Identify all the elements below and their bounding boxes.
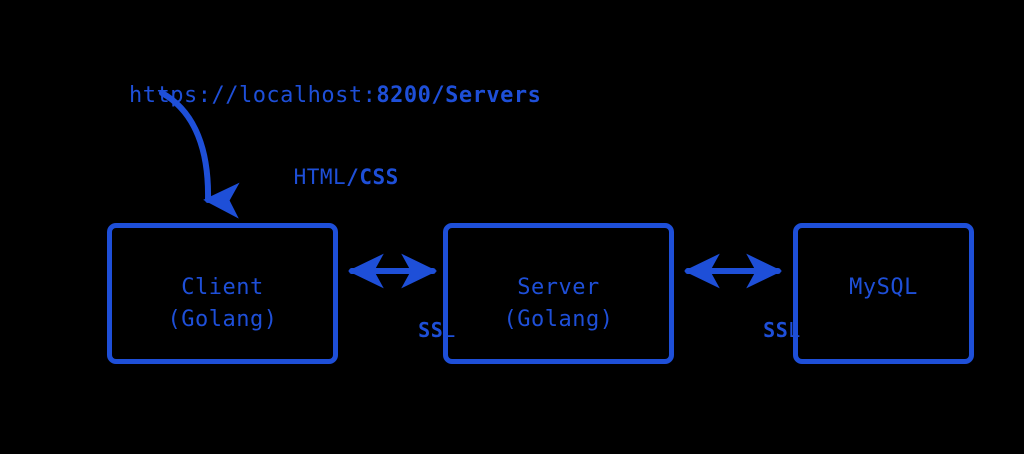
edge-label-separator: / bbox=[346, 165, 360, 189]
node-server-line1: Server bbox=[517, 275, 600, 300]
entry-url-label: https://localhost:8200/Servers bbox=[74, 58, 541, 133]
edge-label-html-css: HTML/CSS bbox=[241, 141, 399, 213]
entry-url-prefix: https://localhost: bbox=[128, 83, 377, 108]
node-client-line1: Client bbox=[181, 275, 264, 300]
node-client-line2: (Golang) bbox=[167, 307, 278, 332]
node-server[interactable]: Server (Golang) bbox=[443, 223, 674, 364]
edge-label-html: HTML bbox=[293, 165, 347, 189]
node-server-line2: (Golang) bbox=[503, 307, 614, 332]
ssl-label-strong-2: SS bbox=[763, 318, 789, 342]
edge-label-ssl-server-mysql: SSL bbox=[713, 294, 801, 366]
node-client[interactable]: Client (Golang) bbox=[107, 223, 338, 364]
edge-label-css: CSS bbox=[359, 165, 399, 189]
node-mysql-line1: MySQL bbox=[849, 275, 918, 300]
ssl-label-strong-1: SS bbox=[418, 318, 444, 342]
entry-url-suffix: 8200/Servers bbox=[376, 83, 542, 108]
node-mysql[interactable]: MySQL bbox=[793, 223, 974, 364]
